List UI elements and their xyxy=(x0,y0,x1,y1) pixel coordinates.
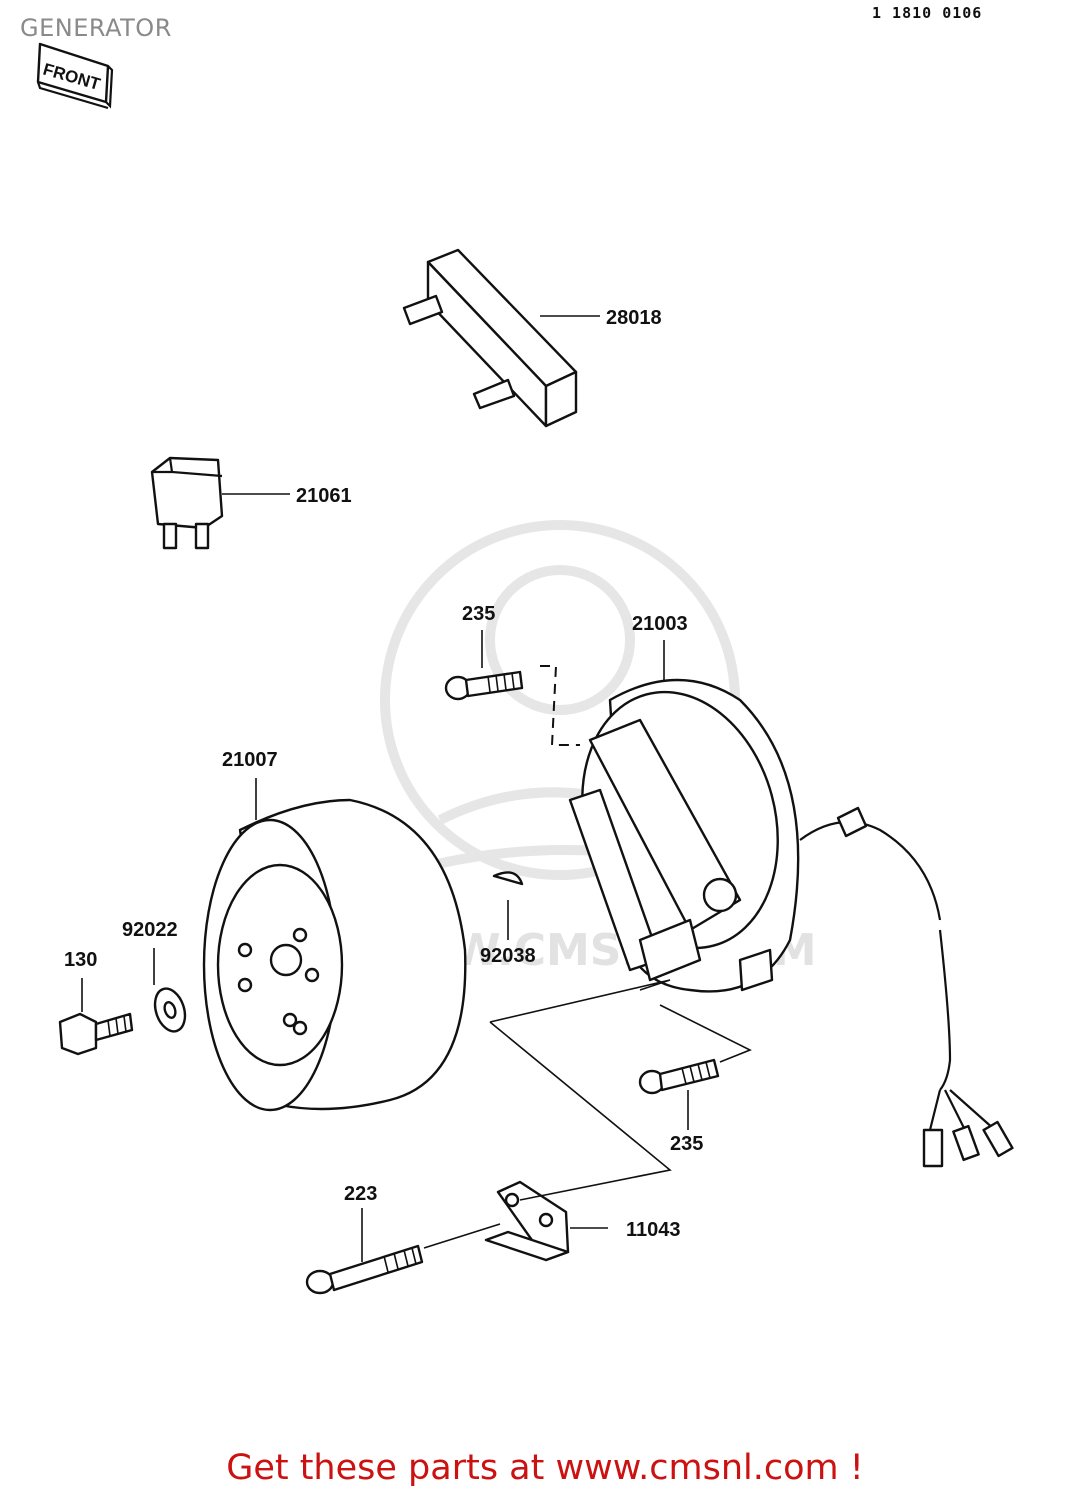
part-label-28018: 28018 xyxy=(606,307,662,329)
rotor-21007 xyxy=(202,778,467,1112)
drawing-code: 1 1810 0106 xyxy=(872,4,983,22)
part-label-21007: 21007 xyxy=(222,749,278,771)
part-label-92022: 92022 xyxy=(122,919,178,941)
part-label-130: 130 xyxy=(64,949,97,971)
parts-link-banner[interactable]: Get these parts at www.cmsnl.com ! xyxy=(226,1448,864,1488)
bracket-11043 xyxy=(484,979,672,1262)
washer-92022 xyxy=(153,948,187,1033)
bolt-130 xyxy=(58,978,134,1056)
stator-21003 xyxy=(568,640,1014,1168)
bolt-235-lower xyxy=(638,1004,752,1130)
part-label-11043: 11043 xyxy=(626,1219,681,1241)
front-sign: FRONT xyxy=(36,42,114,110)
key-92038 xyxy=(492,871,524,940)
bolt-235-upper xyxy=(444,630,580,746)
part-label-223: 223 xyxy=(344,1183,377,1205)
part-label-235-lower: 235 xyxy=(670,1133,703,1155)
exploded-parts-diagram: WWW.CMSNL.COM FRONT xyxy=(36,42,1014,1295)
part-label-235-upper: 235 xyxy=(462,603,495,625)
page-title: GENERATOR xyxy=(20,14,172,42)
bolt-223 xyxy=(305,1208,501,1295)
relay-21061 xyxy=(150,456,290,550)
part-label-21061: 21061 xyxy=(296,485,352,507)
regulator-28018 xyxy=(402,248,600,428)
part-label-21003: 21003 xyxy=(632,613,688,635)
part-label-92038: 92038 xyxy=(480,945,536,967)
